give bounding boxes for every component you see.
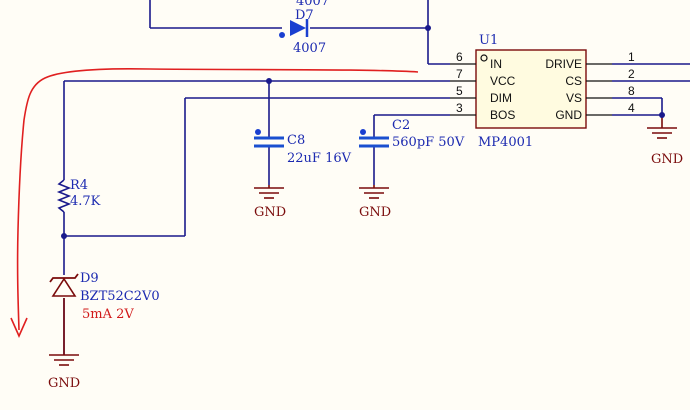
u1-body [475, 49, 587, 129]
r4-zigzag [56, 179, 72, 213]
r4-value: 4.7K [70, 194, 101, 209]
u1-part-number: MP4001 [478, 135, 533, 150]
d9-part-number: BZT52C2V0 [80, 289, 160, 304]
u1-pin-name: BOS [490, 108, 515, 122]
red-annotation-arrow [10, 68, 419, 338]
d7-pin1-dot [279, 32, 285, 38]
u1-pin-number: 7 [456, 67, 463, 81]
u1-pin-name: DRIVE [545, 57, 582, 71]
junctions [61, 25, 665, 239]
u1-pin-number: 8 [628, 84, 635, 98]
capacitor-c8[interactable]: C8 22uF 16V [254, 129, 352, 166]
u1-pin-number: 6 [456, 50, 463, 64]
d7-value: 4007 [293, 41, 326, 56]
ic-u1[interactable]: U1 6 7 5 3 IN VCC DIM BOS 1 2 8 4 DRIVE … [450, 33, 635, 150]
d7-diode-symbol [290, 20, 306, 36]
c2-value: 560pF 50V [392, 135, 465, 150]
ground-symbol-u1: GND [647, 127, 683, 167]
d9-annotation: 5mA 2V [82, 307, 134, 322]
u1-pin-number: 4 [628, 101, 635, 115]
u1-pin-number: 5 [456, 84, 463, 98]
zener-d9[interactable]: D9 BZT52C2V0 5mA 2V [49, 271, 160, 322]
c8-pin1-dot [255, 129, 261, 135]
capacitor-c2[interactable]: C2 560pF 50V [359, 118, 465, 150]
d7-top-value: 4007 [296, 0, 329, 9]
u1-pin-number: 2 [628, 67, 635, 81]
gnd-label: GND [651, 152, 683, 167]
u1-pin1-marker [480, 54, 488, 62]
resistor-r4[interactable]: R4 4.7K [56, 178, 101, 213]
u1-pin-name: DIM [490, 91, 512, 105]
ground-symbol-c2: GND [359, 185, 391, 220]
d7-designator: D7 [295, 8, 314, 23]
junction-dot [425, 25, 431, 31]
u1-designator: U1 [479, 33, 498, 48]
u1-pin-number: 3 [456, 101, 463, 115]
ground-symbol-d9: GND [48, 298, 80, 391]
gnd-label: GND [254, 205, 286, 220]
gnd-label: GND [48, 376, 80, 391]
annotation-arrowhead [10, 317, 28, 338]
u1-pin-name: CS [565, 74, 582, 88]
annotation-curve [16, 68, 419, 331]
c2-designator: C2 [392, 118, 410, 133]
diode-d7[interactable]: 4007 D7 4007 [279, 0, 329, 56]
u1-pin-name: IN [490, 57, 502, 71]
c2-pin1-dot [360, 129, 366, 135]
u1-pin-name: VS [566, 91, 582, 105]
junction-dot [61, 233, 67, 239]
c8-designator: C8 [287, 133, 305, 148]
d9-triangle [51, 277, 77, 297]
c8-value: 22uF 16V [287, 151, 352, 166]
d9-zener-bar [49, 273, 79, 283]
r4-designator: R4 [70, 178, 88, 193]
junction-dot [266, 78, 272, 84]
u1-pin-name: VCC [490, 74, 516, 88]
u1-pin-number: 1 [628, 50, 635, 64]
junction-dot [659, 112, 665, 118]
ground-symbol-c8: GND [254, 185, 286, 220]
d9-designator: D9 [80, 271, 99, 286]
gnd-label: GND [359, 205, 391, 220]
u1-pin-name: GND [555, 108, 582, 122]
